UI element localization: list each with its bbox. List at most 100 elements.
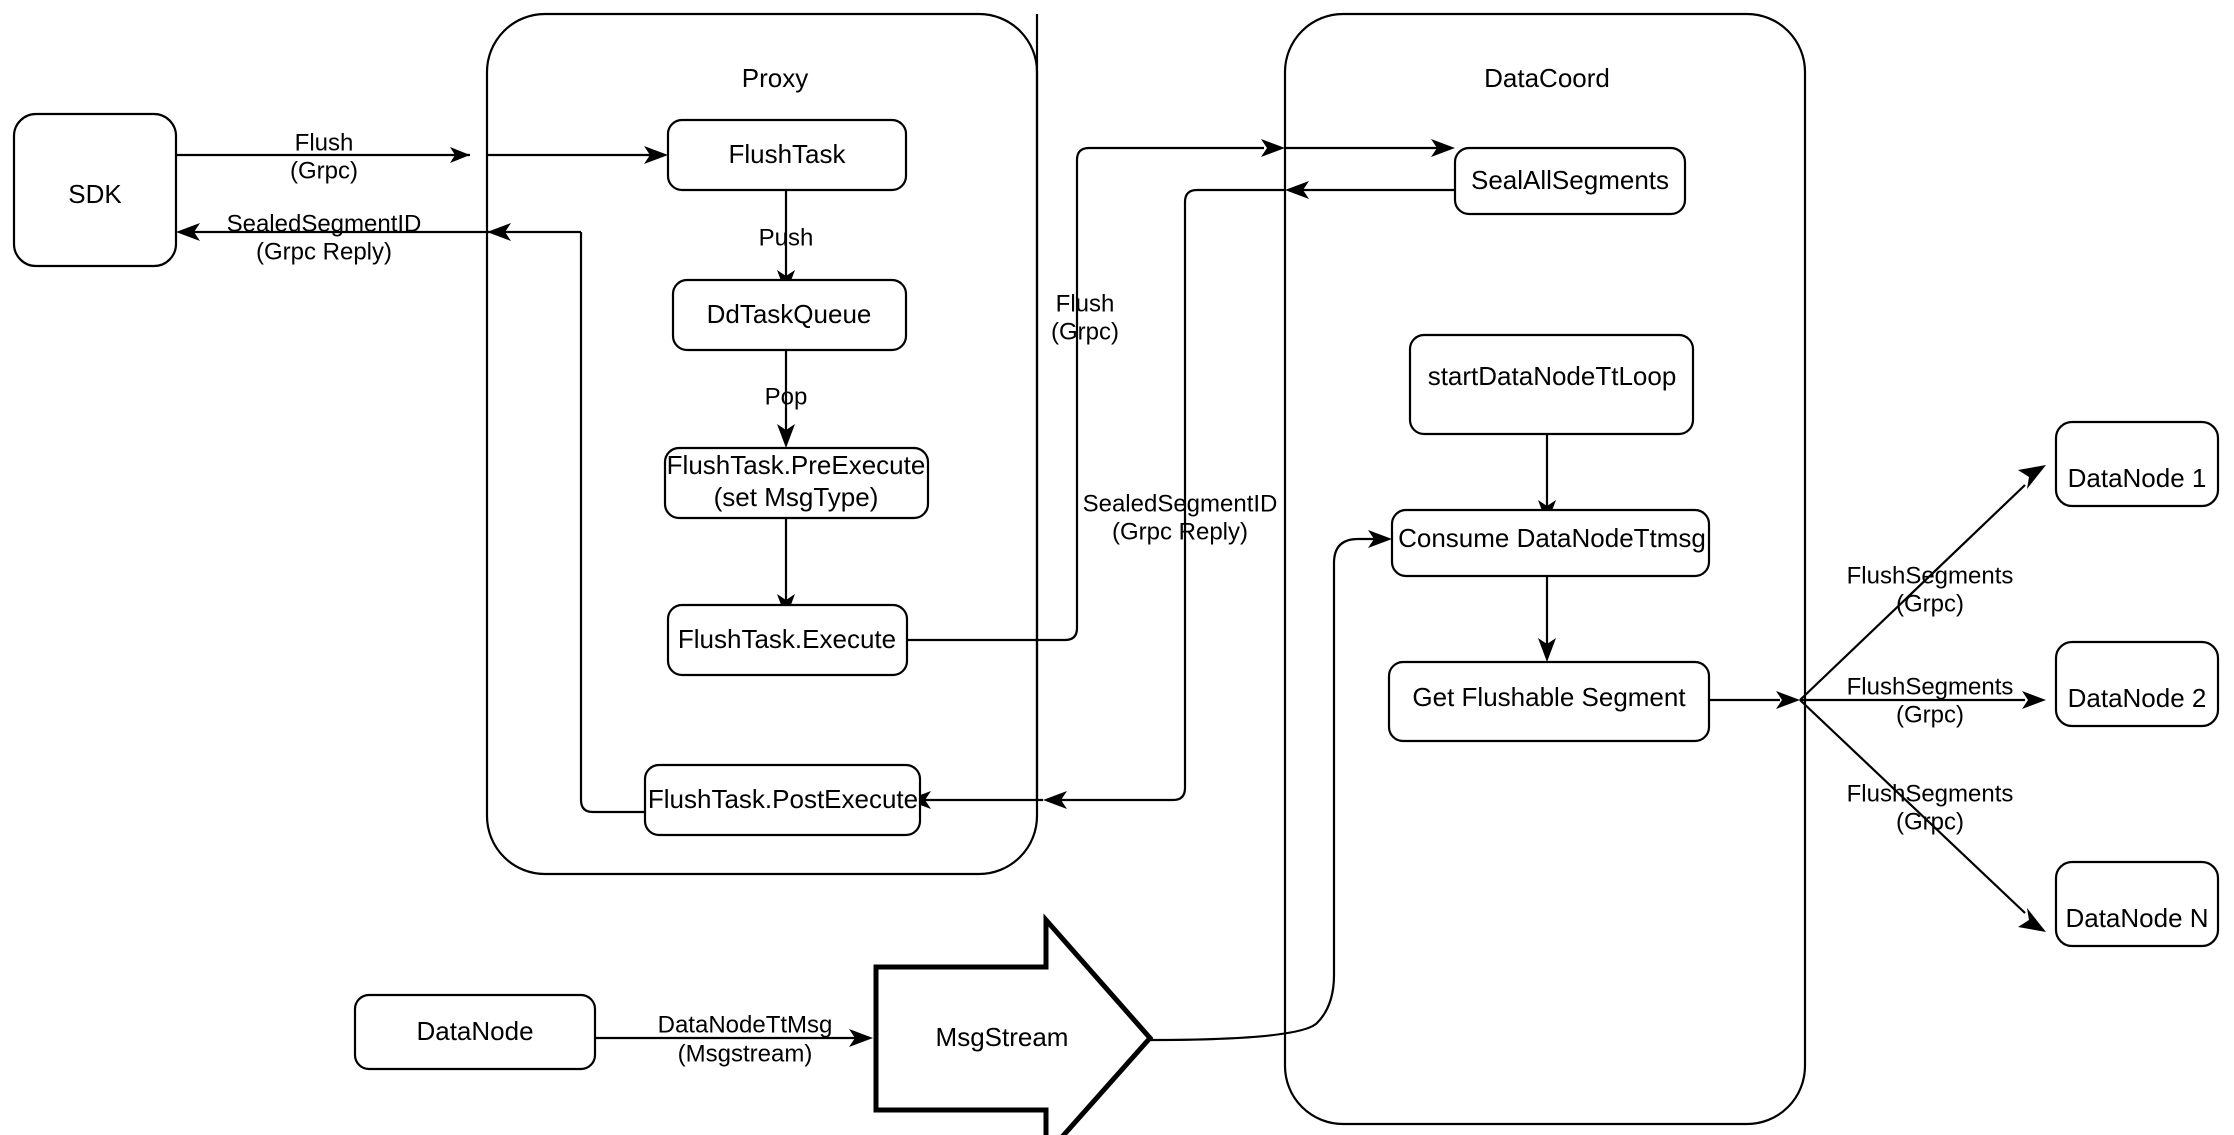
edge-flushtask-push-ddtaskqueue: Push [759, 190, 814, 294]
node-startdatanodettloop[interactable]: startDataNodeTtLoop [1408, 333, 1695, 436]
edge-consume-to-getflushable [1538, 576, 1556, 662]
edge-label-datacoord-proxy-reply-line1: SealedSegmentID [1083, 490, 1278, 517]
startdatanodettloop-box[interactable] [1408, 333, 1695, 436]
edge-proxy-to-sdk: SealedSegmentID (Grpc Reply) [176, 210, 581, 265]
preexecute-label-line1: FlushTask.PreExecute [667, 450, 926, 480]
arrowhead-consume-to-getflushable [1538, 638, 1556, 662]
arrowhead-to-sealallsegments [1431, 139, 1455, 157]
edge-label-datacoord-proxy-reply-line2: (Grpc Reply) [1112, 518, 1248, 545]
node-flushtask[interactable]: FlushTask [666, 118, 908, 192]
arrowhead-msgstream-to-consume [1368, 530, 1392, 548]
edge-label-proxy-datacoord-flush-line1: Flush [1056, 290, 1115, 317]
node-sdk[interactable]: SDK [12, 112, 178, 268]
arrowhead-datacoord-to-proxy [1043, 791, 1067, 809]
edge-flushsegments-datanodeN: FlushSegments (Grpc) [1799, 699, 2046, 932]
edge-label-proxy-datacoord-flush-line2: (Grpc) [1051, 318, 1119, 345]
preexecute-box[interactable] [663, 446, 930, 520]
arrowhead-datanodeN [2018, 908, 2046, 932]
edge-label-push: Push [759, 224, 814, 251]
arrowhead-proxy-to-sdk-mid [487, 223, 511, 241]
arrowhead-proxy-to-datacoord [1261, 139, 1285, 157]
arrowhead-datanode-to-msgstream [849, 1029, 873, 1047]
arrowhead-proxy-to-sdk [176, 223, 200, 241]
edge-label-flushsegments-2-line2: (Grpc) [1896, 701, 1964, 728]
arrowhead-sdk-to-proxy-mid [450, 147, 470, 163]
node-msgstream[interactable]: MsgStream [873, 913, 1154, 1135]
edge-msgstream-into-datacoord [1149, 530, 1392, 1042]
datanode-bottom-box[interactable] [353, 993, 597, 1071]
edge-getflushable-to-fanout [1709, 691, 1800, 709]
arrowhead-sdk-to-flushtask [644, 146, 668, 164]
node-ddtaskqueue[interactable]: DdTaskQueue [671, 278, 908, 352]
getflushablesegment-box[interactable] [1387, 660, 1711, 743]
startdatanodettloop-label: startDataNodeTtLoop [1428, 361, 1677, 391]
edge-label-flush-grpc-line1: Flush [295, 129, 354, 156]
edge-datanode-to-msgstream: DataNodeTtMsg (Msgstream) [595, 1011, 873, 1067]
node-sealallsegments[interactable]: SealAllSegments [1453, 146, 1687, 216]
msgstream-arrow-shape[interactable] [873, 913, 1154, 1135]
arrowhead-pop [777, 424, 795, 448]
getflushablesegment-label: Get Flushable Segment [1412, 682, 1686, 712]
edge-label-datanodettmsg-line2: (Msgstream) [678, 1040, 813, 1067]
datacoord-container-label: DataCoord [1484, 63, 1610, 93]
edge-label-flushsegments-2-line1: FlushSegments [1847, 673, 2014, 700]
datanode1-label: DataNode 1 [2068, 463, 2207, 493]
edge-label-pop: Pop [765, 383, 808, 410]
edge-label-sealedsegmentid-line1: SealedSegmentID [227, 210, 422, 237]
node-getflushablesegment[interactable]: Get Flushable Segment [1387, 660, 1711, 743]
datanode2-label: DataNode 2 [2068, 683, 2207, 713]
edge-datacoord-to-proxy-reply: SealedSegmentID (Grpc Reply) [907, 181, 1455, 809]
arrowhead-datanode1 [2018, 465, 2046, 489]
edge-ddtaskqueue-pop-preexecute: Pop [765, 350, 808, 448]
preexecute-label-line2: (set MsgType) [714, 482, 879, 512]
flushtask-label: FlushTask [728, 139, 846, 169]
arrowhead-sealallsegments-to-edge [1285, 181, 1309, 199]
edge-label-flushsegments-1-line2: (Grpc) [1896, 590, 1964, 617]
container-datacoord: DataCoord [1283, 12, 1807, 1126]
datanode-bottom-label: DataNode [416, 1016, 533, 1046]
datacoord-container-rect [1283, 12, 1807, 1126]
node-datanodeN[interactable]: DataNode N [2054, 860, 2220, 948]
msgstream-label: MsgStream [936, 1022, 1069, 1052]
consumedatanodettmsg-label: Consume DataNodeTtmsg [1398, 523, 1706, 553]
ddtaskqueue-label: DdTaskQueue [707, 299, 872, 329]
edge-label-flushsegments-n-line1: FlushSegments [1847, 780, 2014, 807]
edge-label-sealedsegmentid-line2: (Grpc Reply) [256, 238, 392, 265]
consumedatanodettmsg-box[interactable] [1390, 508, 1711, 578]
sdk-label: SDK [68, 179, 122, 209]
proxy-bus-lines [579, 232, 645, 814]
node-flushtask-preexecute[interactable]: FlushTask.PreExecute (set MsgType) [663, 446, 930, 520]
edge-label-datanodettmsg-line1: DataNodeTtMsg [658, 1011, 833, 1038]
datanodeN-box[interactable] [2054, 860, 2220, 948]
node-datanode2[interactable]: DataNode 2 [2054, 640, 2220, 728]
edge-flushsegments-datanode1: FlushSegments (Grpc) [1799, 465, 2046, 701]
postexecute-box[interactable] [643, 763, 922, 837]
edge-sdk-to-proxy: Flush (Grpc) [176, 129, 668, 184]
node-datanode1[interactable]: DataNode 1 [2054, 420, 2220, 508]
node-flushtask-postexecute[interactable]: FlushTask.PostExecute [643, 763, 922, 837]
datanodeN-label: DataNode N [2065, 903, 2208, 933]
edge-label-flushsegments-n-line2: (Grpc) [1896, 808, 1964, 835]
node-flushtask-execute[interactable]: FlushTask.Execute [666, 603, 909, 677]
sealallsegments-box[interactable] [1453, 146, 1687, 216]
sdk-box[interactable] [12, 112, 178, 268]
ddtaskqueue-box[interactable] [671, 278, 908, 352]
postexecute-label: FlushTask.PostExecute [648, 784, 918, 814]
arrowhead-fanout-junction [1776, 691, 1800, 709]
edge-label-flushsegments-1-line1: FlushSegments [1847, 562, 2014, 589]
execute-box[interactable] [666, 603, 909, 677]
execute-label: FlushTask.Execute [678, 624, 896, 654]
flushtask-box[interactable] [666, 118, 908, 192]
edge-flushsegments-datanode2: FlushSegments (Grpc) [1800, 673, 2046, 728]
datanode1-box[interactable] [2054, 420, 2220, 508]
edge-preexecute-to-execute [777, 518, 795, 618]
edge-label-flush-grpc-line2: (Grpc) [290, 157, 358, 184]
node-datanode-bottom[interactable]: DataNode [353, 993, 597, 1071]
arrowhead-datanode2 [2022, 691, 2046, 709]
sealallsegments-label: SealAllSegments [1471, 165, 1669, 195]
datanode2-box[interactable] [2054, 640, 2220, 728]
node-consumedatanodettmsg[interactable]: Consume DataNodeTtmsg [1390, 508, 1711, 578]
proxy-container-label: Proxy [742, 63, 808, 93]
